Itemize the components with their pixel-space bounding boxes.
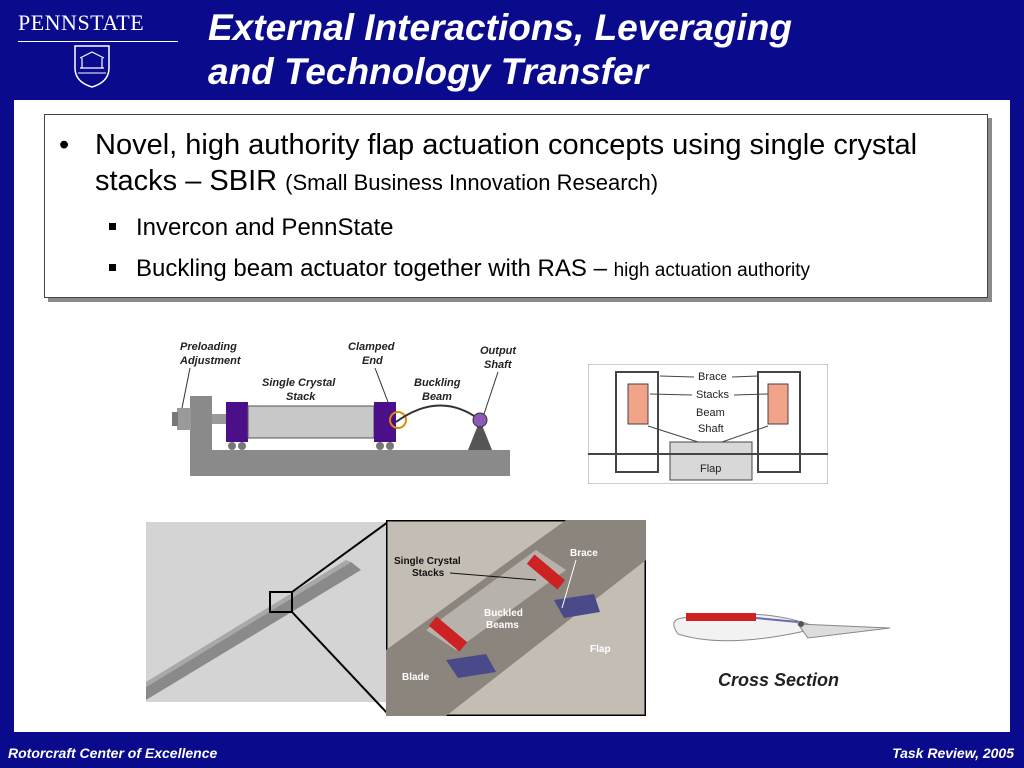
logo-rule — [18, 41, 178, 42]
bullet-box: • Novel, high authority flap actuation c… — [44, 114, 988, 298]
label-single-crystal: Single Crystal — [394, 556, 461, 567]
label-beam: Beam — [422, 391, 452, 403]
sub-bullet-1-text: Invercon and PennState — [136, 214, 394, 241]
logo-wordmark: PENNSTATE — [18, 10, 145, 35]
label-beam: Beam — [696, 407, 725, 419]
label-shaft: Shaft — [698, 423, 724, 435]
cross-section-caption: Cross Section — [718, 670, 839, 690]
label-stacks: Stacks — [412, 568, 445, 579]
university-seal-icon — [74, 45, 110, 88]
label-buckled: Buckled — [484, 608, 523, 619]
section-diagram: Brace Stacks Beam Shaft Flap — [588, 364, 828, 484]
sub-bullet-2-note: high actuation authority — [613, 260, 811, 281]
label-single-crystal: Single Crystal — [262, 377, 336, 389]
label-stack: Stack — [286, 391, 316, 403]
label-shaft: Shaft — [484, 359, 513, 371]
sub-bullet-1: Invercon and PennState — [109, 214, 394, 242]
main-bullet-note: (Small Business Innovation Research) — [285, 170, 659, 195]
actuator-diagram: Preloading Adjustment Clamped End Output… — [172, 341, 517, 476]
footer-event: Task Review, 2005 — [892, 745, 1014, 761]
main-bullet-text: Novel, high authority flap actuation con… — [95, 129, 918, 197]
cross-section-diagram: Cross Section — [673, 613, 891, 690]
label-brace: Brace — [570, 548, 598, 559]
label-stacks: Stacks — [696, 389, 730, 401]
label-output: Output — [480, 345, 517, 357]
zoom-lines — [291, 521, 389, 715]
label-end: End — [362, 355, 383, 367]
bullet-dot-icon: • — [59, 129, 70, 161]
footer-organization: Rotorcraft Center of Excellence — [8, 745, 218, 761]
sub-bullet-2: Buckling beam actuator together with RAS… — [109, 255, 810, 283]
pennstate-logo: PENNSTATE — [14, 8, 184, 90]
sub-bullet-2-text: Buckling beam actuator together with RAS… — [136, 255, 614, 282]
square-bullet-icon — [109, 223, 116, 231]
label-buckling: Buckling — [414, 377, 461, 389]
label-clamped: Clamped — [348, 341, 395, 353]
label-brace: Brace — [698, 371, 727, 383]
square-bullet-icon — [109, 264, 116, 272]
blade-overview — [146, 522, 386, 702]
label-adjustment: Adjustment — [179, 355, 242, 367]
label-blade: Blade — [402, 672, 430, 683]
blade-detail: Single Crystal Stacks Brace Buckled Beam… — [386, 520, 646, 716]
slide-title: External Interactions, Leveraging and Te… — [208, 7, 792, 92]
main-bullet: • Novel, high authority flap actuation c… — [59, 127, 963, 201]
label-beams: Beams — [486, 620, 519, 631]
label-preloading: Preloading — [180, 341, 237, 353]
label-flap: Flap — [700, 463, 721, 475]
label-flap: Flap — [590, 644, 611, 655]
